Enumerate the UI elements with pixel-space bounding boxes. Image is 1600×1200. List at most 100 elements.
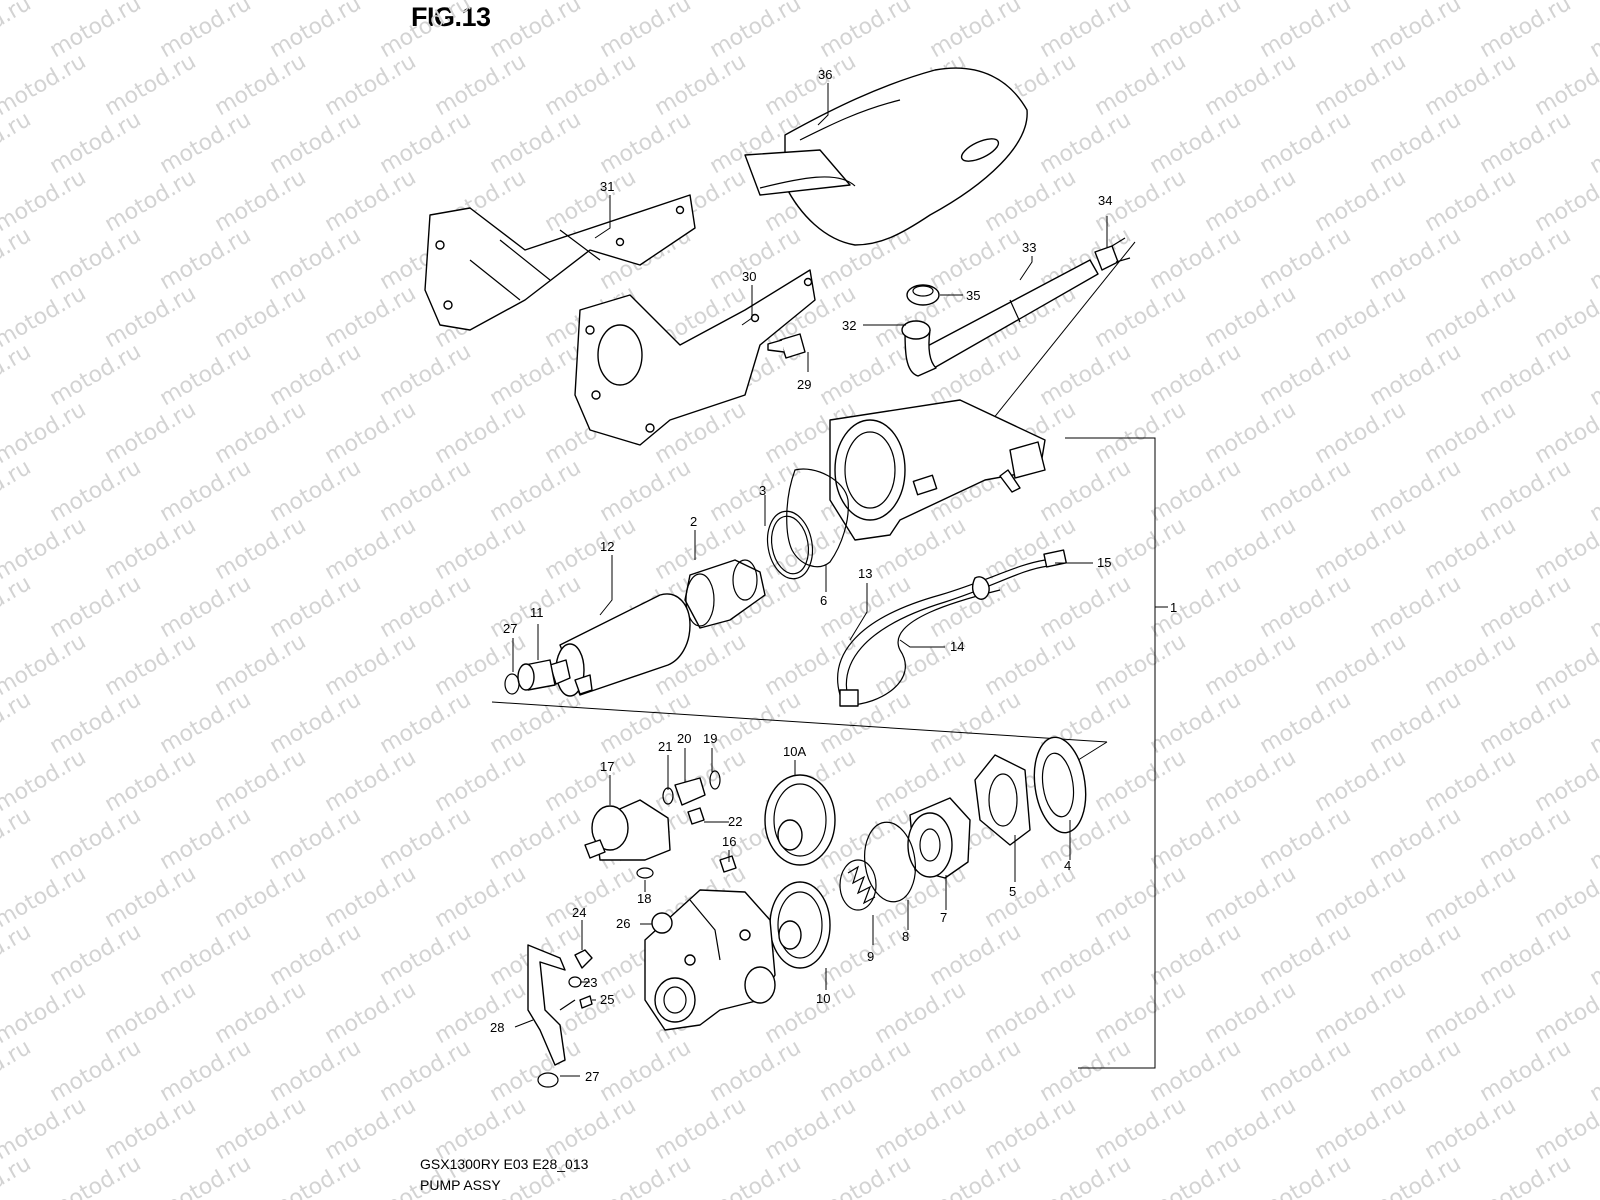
watermark-text: motod.ru bbox=[1256, 0, 1356, 63]
callout-15: 15 bbox=[1097, 555, 1111, 570]
watermark-text: motod.ru bbox=[46, 1035, 146, 1107]
watermark-text: motod.ru bbox=[1476, 0, 1576, 63]
watermark-text: motod.ru bbox=[211, 745, 311, 817]
watermark-text: motod.ru bbox=[1311, 165, 1411, 237]
watermark-text: motod.ru bbox=[1201, 1093, 1301, 1165]
part-7-housing bbox=[907, 797, 971, 879]
part-12-fuel-pump bbox=[549, 593, 691, 697]
watermark-text: motod.ru bbox=[981, 165, 1081, 237]
watermark-text: motod.ru bbox=[541, 1093, 641, 1165]
watermark-text: motod.ru bbox=[1366, 107, 1466, 179]
watermark-text: motod.ru bbox=[981, 629, 1081, 701]
watermark-text: motod.ru bbox=[1476, 107, 1576, 179]
watermark-text: motod.ru bbox=[1146, 1151, 1246, 1200]
part-28-hose bbox=[527, 944, 576, 1066]
callout-12: 12 bbox=[600, 539, 614, 554]
watermark-text: motod.ru bbox=[1311, 629, 1411, 701]
watermark-text: motod.ru bbox=[1366, 339, 1466, 411]
watermark-text: motod.ru bbox=[816, 339, 916, 411]
callout-25: 25 bbox=[600, 992, 614, 1007]
callout-2: 2 bbox=[690, 514, 697, 529]
watermark-text: motod.ru bbox=[266, 803, 366, 875]
watermark-text: motod.ru bbox=[981, 977, 1081, 1049]
watermark-text: motod.ru bbox=[376, 687, 476, 759]
pump-head bbox=[829, 399, 1046, 541]
watermark-text: motod.ru bbox=[1531, 165, 1600, 237]
watermark-text: motod.ru bbox=[211, 281, 311, 353]
callout-6: 6 bbox=[820, 593, 827, 608]
part-36-cover bbox=[744, 67, 1028, 246]
watermark-text: motod.ru bbox=[156, 1035, 256, 1107]
part-32-elbow bbox=[901, 320, 937, 377]
watermark-text: motod.ru bbox=[1256, 107, 1356, 179]
watermark-text: motod.ru bbox=[1036, 1035, 1136, 1107]
part-27-o-ring-top bbox=[504, 673, 520, 695]
watermark-text: motod.ru bbox=[1091, 629, 1191, 701]
watermark-text: motod.ru bbox=[266, 223, 366, 295]
watermark-text: motod.ru bbox=[0, 165, 90, 237]
callout-28: 28 bbox=[490, 1020, 504, 1035]
watermark-text: motod.ru bbox=[266, 1035, 366, 1107]
watermark-text: motod.ru bbox=[926, 687, 1026, 759]
watermark-text: motod.ru bbox=[376, 455, 476, 527]
watermark-text: motod.ru bbox=[266, 919, 366, 991]
watermark-text: motod.ru bbox=[1311, 397, 1411, 469]
watermark-text: motod.ru bbox=[1531, 397, 1600, 469]
watermark-text: motod.ru bbox=[1036, 0, 1136, 63]
watermark-text: motod.ru bbox=[1036, 455, 1136, 527]
watermark-text: motod.ru bbox=[486, 107, 586, 179]
callout-32: 32 bbox=[842, 318, 856, 333]
watermark-text: motod.ru bbox=[1311, 281, 1411, 353]
callout-3: 3 bbox=[759, 483, 766, 498]
watermark-text: motod.ru bbox=[211, 977, 311, 1049]
watermark-text: motod.ru bbox=[156, 455, 256, 527]
watermark-text: motod.ru bbox=[1201, 629, 1301, 701]
watermark-text: motod.ru bbox=[0, 977, 90, 1049]
watermark-text: motod.ru bbox=[431, 513, 531, 585]
watermark-text: motod.ru bbox=[0, 1035, 35, 1107]
callout-labels: 1 2 3 4 5 6 7 8 9 10 10A 11 12 13 14 15 … bbox=[490, 67, 1177, 1084]
watermark-text: motod.ru bbox=[1366, 803, 1466, 875]
watermark-text: motod.ru bbox=[211, 513, 311, 585]
watermark-text: motod.ru bbox=[1476, 919, 1576, 991]
callout-29: 29 bbox=[797, 377, 811, 392]
watermark-text: motod.ru bbox=[1146, 339, 1246, 411]
watermark-text: motod.ru bbox=[981, 513, 1081, 585]
callout-21: 21 bbox=[658, 739, 672, 754]
watermark-text: motod.ru bbox=[101, 745, 201, 817]
watermark-text: motod.ru bbox=[156, 339, 256, 411]
watermark-text: motod.ru bbox=[1421, 49, 1521, 121]
part-16-bolt bbox=[719, 855, 737, 873]
watermark-text: motod.ru bbox=[376, 1035, 476, 1107]
watermark-text: motod.ru bbox=[321, 1093, 421, 1165]
watermark-text: motod.ru bbox=[596, 1035, 696, 1107]
watermark-text: motod.ru bbox=[211, 629, 311, 701]
watermark-text: motod.ru bbox=[1366, 687, 1466, 759]
watermark-text: motod.ru bbox=[596, 1151, 696, 1200]
part-30-bracket bbox=[574, 269, 816, 446]
watermark-text: motod.ru bbox=[1421, 397, 1521, 469]
watermark-text: motod.ru bbox=[1531, 745, 1600, 817]
callout-10a: 10A bbox=[783, 744, 806, 759]
watermark-text: motod.ru bbox=[1476, 223, 1576, 295]
figure-code: GSX1300RY E03 E28_013 bbox=[420, 1156, 589, 1172]
callout-5: 5 bbox=[1009, 884, 1016, 899]
callout-24: 24 bbox=[572, 905, 586, 920]
watermark-text: motod.ru bbox=[211, 397, 311, 469]
watermark-text: motod.ru bbox=[376, 571, 476, 643]
callout-20: 20 bbox=[677, 731, 691, 746]
watermark-text: motod.ru bbox=[376, 919, 476, 991]
watermark-text: motod.ru bbox=[1091, 1093, 1191, 1165]
watermark-text: motod.ru bbox=[871, 1093, 971, 1165]
figure-title: FIG.13 bbox=[411, 2, 491, 32]
callout-36: 36 bbox=[818, 67, 832, 82]
callout-27-bottom: 27 bbox=[585, 1069, 599, 1084]
callout-14: 14 bbox=[950, 639, 964, 654]
watermark-text: motod.ru bbox=[1036, 339, 1136, 411]
part-23-washer bbox=[568, 976, 582, 988]
callout-26: 26 bbox=[616, 916, 630, 931]
watermark-text: motod.ru bbox=[431, 977, 531, 1049]
watermark-text: motod.ru bbox=[46, 223, 146, 295]
watermark-text: motod.ru bbox=[596, 687, 696, 759]
watermark-text: motod.ru bbox=[46, 107, 146, 179]
